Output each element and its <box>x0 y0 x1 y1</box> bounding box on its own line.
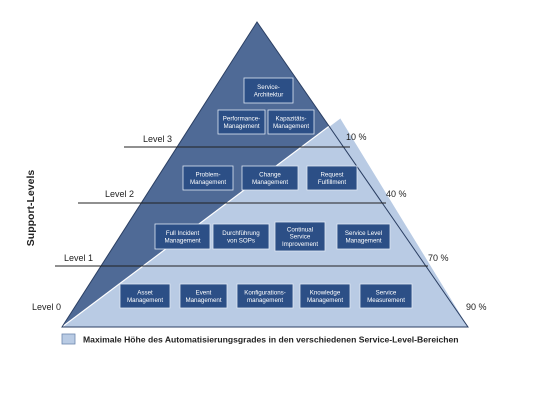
box-rect <box>243 77 294 104</box>
box-rect <box>217 109 266 135</box>
box-performance-management: Performance-Management <box>217 109 266 135</box>
box-label: Kapazitäts-Management <box>273 116 309 130</box>
level-0-percent: 90 % <box>466 302 487 312</box>
box-rect <box>359 283 413 309</box>
pyramid-outline <box>61 21 469 328</box>
automation-boundary-line <box>61 117 341 328</box>
box-rect <box>299 283 351 309</box>
box-rect <box>274 221 326 252</box>
level-1-label: Level 1 <box>64 253 93 263</box>
box-problem-management: Problem-Management <box>182 165 234 191</box>
level-2-label: Level 2 <box>105 189 134 199</box>
level-2-percent: 40 % <box>386 189 407 199</box>
box-rect <box>182 165 234 191</box>
legend-text: Maximale Höhe des Automatisierungsgrades… <box>83 335 459 345</box>
pyramid-automation-area <box>62 118 468 327</box>
box-rect <box>336 223 391 250</box>
box-rect <box>212 223 270 250</box>
box-rect <box>179 283 228 309</box>
legend-swatch <box>61 333 76 345</box>
box-kapazitaets-management: Kapazitäts-Management <box>267 109 315 135</box>
box-konfigurationsmanagement: Konfigurations-management <box>236 283 294 309</box>
y-axis-label: Support-Levels <box>25 170 37 247</box>
box-rect <box>236 283 294 309</box>
level-3-percent: 10 % <box>346 132 367 142</box>
box-label: Service-Architektur <box>254 84 284 98</box>
box-rect <box>267 109 315 135</box>
level-0-label: Level 0 <box>32 302 61 312</box>
box-label: Performance-Management <box>223 116 260 130</box>
level-3-label: Level 3 <box>143 134 172 144</box>
box-rect <box>241 165 299 191</box>
box-rect <box>306 165 358 191</box>
box-label: Problem-Management <box>190 172 226 186</box>
box-rect <box>119 283 171 309</box>
box-label: Konfigurations-management <box>244 290 286 304</box>
level-1-percent: 70 % <box>428 253 449 263</box>
box-service-architektur: Service-Architektur <box>243 77 294 104</box>
process-boxes: Service-ArchitekturPerformance-Managemen… <box>119 77 413 309</box>
box-rect <box>154 223 211 250</box>
